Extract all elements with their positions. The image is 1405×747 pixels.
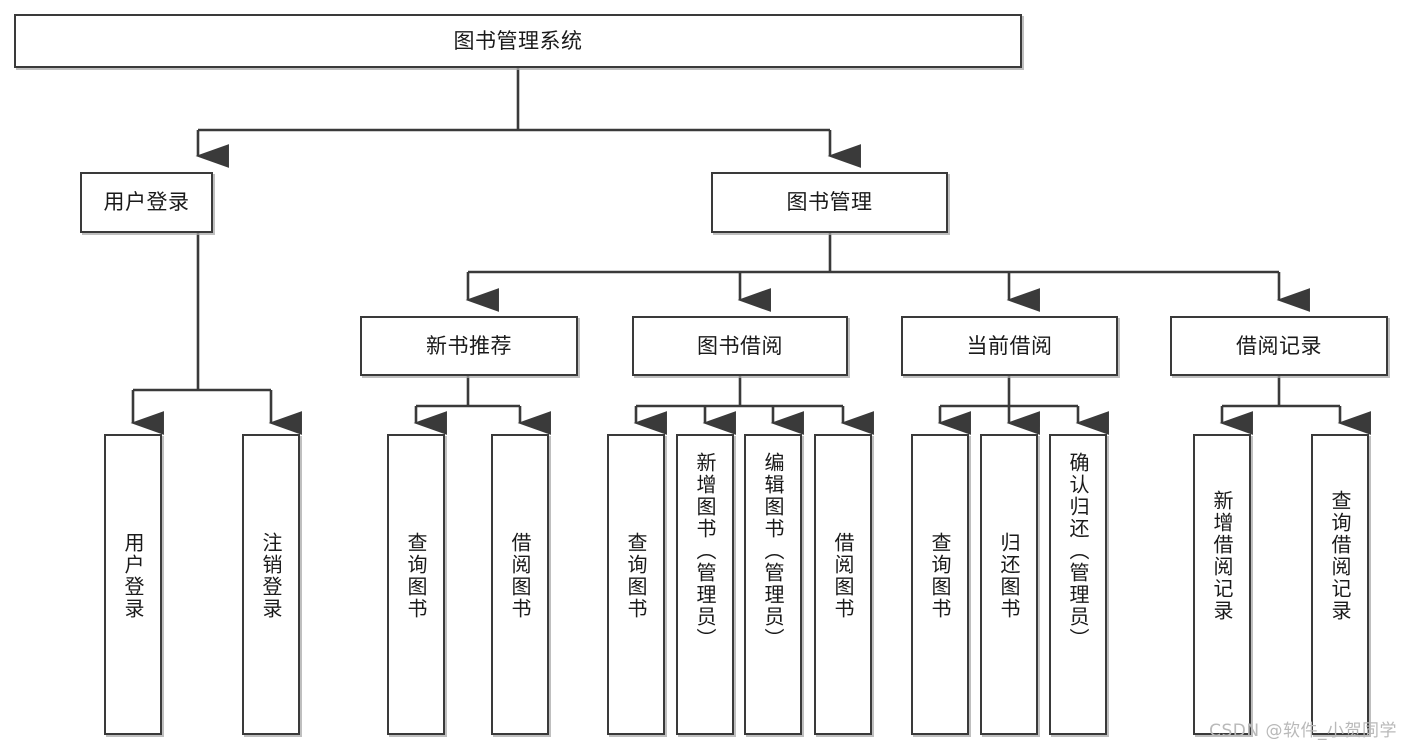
node-user-login-label: 用户登录 <box>103 190 190 215</box>
node-current-borrow[interactable]: 当前借阅 <box>901 316 1118 376</box>
node-leaf-user-login[interactable]: 用户登录 <box>104 434 162 735</box>
node-leaf-record-query[interactable]: 查询借阅记录 <box>1311 434 1369 735</box>
node-leaf-user-logout-label: 注销登录 <box>259 532 283 620</box>
node-leaf-record-query-label: 查询借阅记录 <box>1328 490 1352 622</box>
node-book-management[interactable]: 图书管理 <box>711 172 948 233</box>
node-new-book-recommend-label: 新书推荐 <box>426 333 512 358</box>
node-leaf-borrow-edit[interactable]: 编辑图书（管理员） <box>744 434 802 735</box>
node-leaf-current-return-label: 归还图书 <box>997 532 1021 620</box>
watermark: CSDN @软件_小贺同学 <box>1209 721 1397 741</box>
node-leaf-record-add[interactable]: 新增借阅记录 <box>1193 434 1251 735</box>
node-root-label: 图书管理系统 <box>453 28 583 53</box>
node-leaf-user-logout[interactable]: 注销登录 <box>242 434 300 735</box>
node-current-borrow-label: 当前借阅 <box>966 333 1053 358</box>
node-leaf-current-query-label: 查询图书 <box>928 532 952 620</box>
node-borrow-record-label: 借阅记录 <box>1236 333 1322 358</box>
node-leaf-borrow-query-label: 查询图书 <box>624 532 648 620</box>
node-leaf-current-return[interactable]: 归还图书 <box>980 434 1038 735</box>
node-root[interactable]: 图书管理系统 <box>14 14 1022 68</box>
node-book-borrow-label: 图书借阅 <box>697 333 783 358</box>
node-leaf-user-login-label: 用户登录 <box>121 532 145 620</box>
node-leaf-borrow-query[interactable]: 查询图书 <box>607 434 665 735</box>
node-borrow-record[interactable]: 借阅记录 <box>1170 316 1388 376</box>
node-leaf-current-confirm-label: 确认归还（管理员） <box>1066 452 1090 650</box>
node-leaf-newbook-query[interactable]: 查询图书 <box>387 434 445 735</box>
node-leaf-current-confirm[interactable]: 确认归还（管理员） <box>1049 434 1107 735</box>
node-new-book-recommend[interactable]: 新书推荐 <box>360 316 578 376</box>
node-leaf-newbook-borrow[interactable]: 借阅图书 <box>491 434 549 735</box>
node-leaf-record-add-label: 新增借阅记录 <box>1210 490 1234 622</box>
node-book-borrow[interactable]: 图书借阅 <box>632 316 848 376</box>
node-book-management-label: 图书管理 <box>786 190 873 215</box>
node-leaf-borrow-lend-label: 借阅图书 <box>831 532 855 620</box>
node-leaf-borrow-add[interactable]: 新增图书（管理员） <box>676 434 734 735</box>
node-leaf-newbook-borrow-label: 借阅图书 <box>508 532 532 620</box>
node-leaf-borrow-edit-label: 编辑图书（管理员） <box>761 452 785 650</box>
node-user-login[interactable]: 用户登录 <box>80 172 213 233</box>
node-leaf-current-query[interactable]: 查询图书 <box>911 434 969 735</box>
node-leaf-borrow-lend[interactable]: 借阅图书 <box>814 434 872 735</box>
node-leaf-newbook-query-label: 查询图书 <box>404 532 428 620</box>
node-leaf-borrow-add-label: 新增图书（管理员） <box>693 452 717 650</box>
